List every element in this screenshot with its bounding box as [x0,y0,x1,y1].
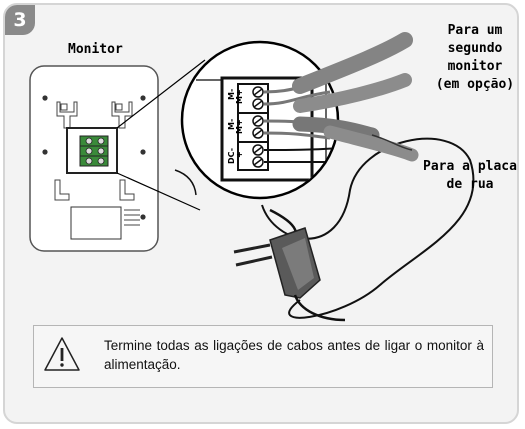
warning-triangle-icon [44,337,80,371]
warning-notice: Termine todas as ligações de cabos antes… [33,325,493,388]
zoom-line-top [116,59,206,129]
terminal-label-m-minus-2: M- [227,119,236,130]
second-monitor-label: Para um segundo monitor (em opção) [435,23,515,92]
terminal-label-m-minus-1: M- [227,89,236,100]
street-panel-label: Para a placa de rua [423,159,517,192]
terminal-label-m-plus-2: M+ [235,119,244,134]
terminal-label-dc-plus: + [235,151,244,158]
monitor-label: Monitor [68,42,123,57]
power-adapter [233,227,346,322]
monitor-back [29,65,159,252]
warning-notice-text: Termine todas as ligações de cabos antes… [104,338,484,372]
cable-second-monitor [292,32,413,113]
step-number-badge: 3 [5,5,35,35]
terminal-label-dc-minus: DC- [227,148,236,164]
zoom-line-bottom [116,172,201,211]
cable-street-panel [292,116,419,162]
terminal-label-m-plus-1: M+ [235,89,244,104]
